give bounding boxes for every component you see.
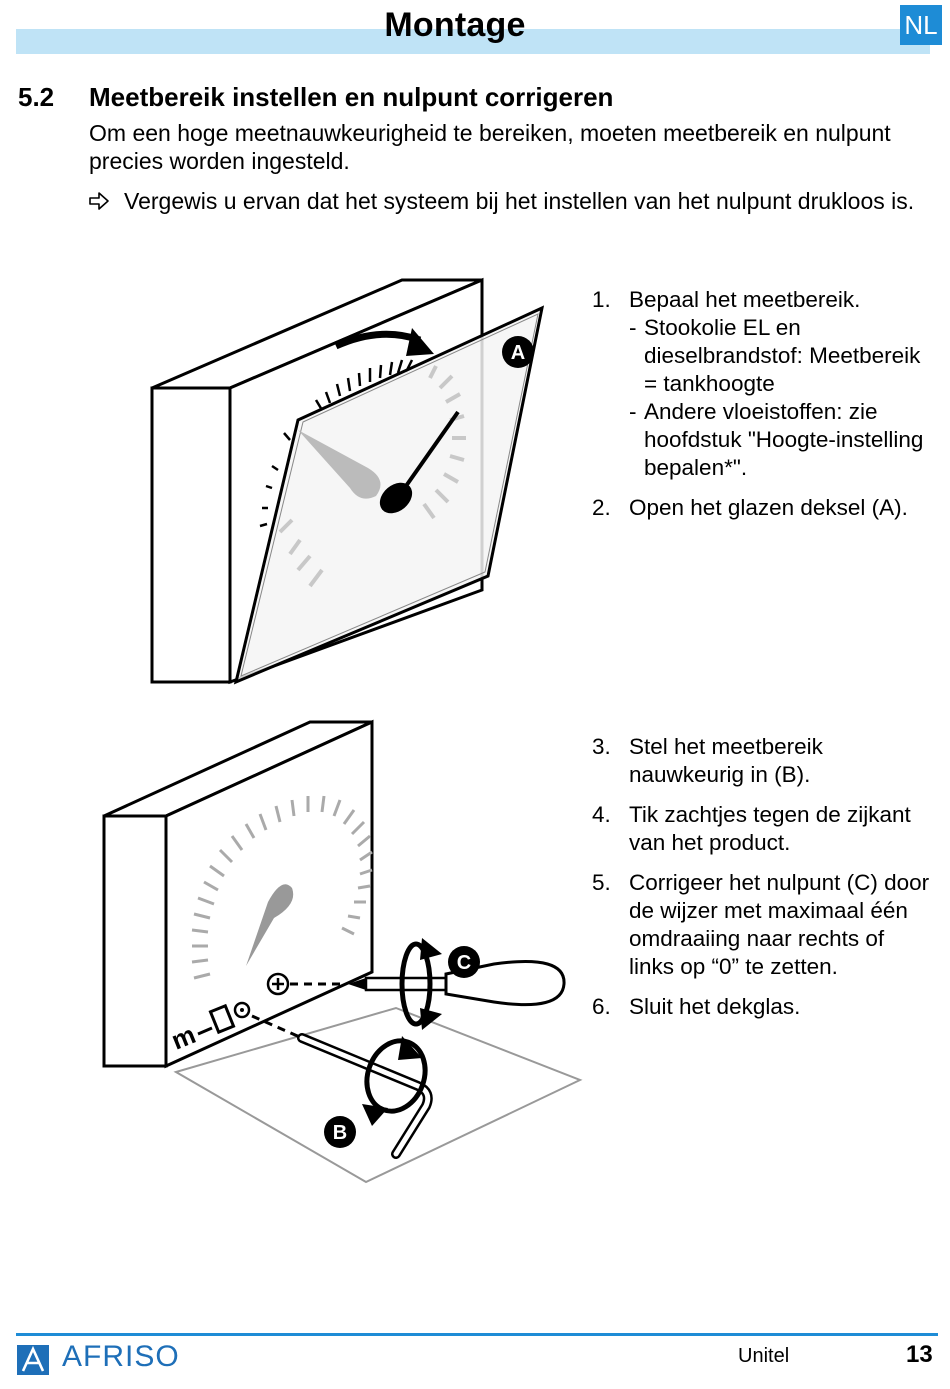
step-text: Sluit het dekglas. bbox=[629, 994, 801, 1019]
product-name: Unitel bbox=[738, 1345, 790, 1367]
base-plate bbox=[173, 1006, 583, 1184]
label-c-badge bbox=[448, 946, 480, 978]
label-b-badge bbox=[324, 1116, 356, 1148]
pointer-needle bbox=[404, 410, 460, 488]
screwdriver-icon bbox=[348, 978, 366, 990]
page-number: 13 bbox=[906, 1341, 933, 1368]
housing-side bbox=[150, 386, 232, 684]
label-a-badge bbox=[502, 336, 534, 368]
pointer-hub bbox=[379, 482, 413, 514]
page-title: Montage bbox=[384, 6, 526, 44]
step-text: Bepaal het meetbereik. bbox=[629, 287, 861, 312]
note-text: Vergewis u ervan dat het systeem bij het… bbox=[124, 188, 915, 214]
hollow-right-arrow-icon bbox=[89, 192, 109, 210]
pointer-reflection bbox=[298, 430, 381, 499]
step-text: Corrigeer het nulpunt (C) door de wijzer… bbox=[629, 870, 930, 979]
list-item: 3. Stel het meetbereik nauwkeurig in (B)… bbox=[592, 733, 932, 789]
rotate-arrow-icon bbox=[399, 941, 433, 1027]
step-number: 6. bbox=[592, 994, 611, 1019]
label-c: C bbox=[457, 952, 471, 974]
language-badge: NL bbox=[900, 5, 942, 45]
step-number: 3. bbox=[592, 734, 611, 759]
step-number: 4. bbox=[592, 802, 611, 827]
sub-item: - Andere vloeistoffen: zie hoofdstuk "Ho… bbox=[629, 399, 924, 480]
step-number: 5. bbox=[592, 870, 611, 895]
step-text: Open het glazen deksel (A). bbox=[629, 495, 908, 520]
sub-item: - Stookolie EL en dieselbrandstof: Meetb… bbox=[629, 315, 921, 396]
step-number: 2. bbox=[592, 495, 611, 520]
footer-rule bbox=[16, 1333, 938, 1336]
brand-name: AFRISO bbox=[62, 1340, 180, 1373]
steps-list-b: 3. Stel het meetbereik nauwkeurig in (B)… bbox=[592, 733, 932, 1033]
housing-front bbox=[164, 719, 374, 1069]
afriso-logo-icon bbox=[17, 1345, 49, 1375]
intro-paragraph: Om een hoge meetnauwkeurigheid te bereik… bbox=[89, 120, 891, 174]
pointer bbox=[246, 884, 294, 966]
section-title: Meetbereik instellen en nulpunt corriger… bbox=[89, 82, 614, 112]
housing-side bbox=[102, 814, 168, 1068]
label-b: B bbox=[333, 1122, 347, 1144]
figure-adjust-zero: m C B bbox=[102, 719, 583, 1184]
list-item: 4. Tik zachtjes tegen de zijkant van het… bbox=[592, 801, 932, 857]
step-text: Tik zachtjes tegen de zijkant van het pr… bbox=[629, 802, 911, 855]
section-number: 5.2 bbox=[18, 82, 55, 112]
label-a: A bbox=[511, 342, 525, 364]
sub-item-text: Stookolie EL en dieselbrandstof: Meetber… bbox=[644, 315, 921, 396]
list-item: 2. Open het glazen deksel (A). bbox=[592, 494, 932, 522]
list-item: 5. Corrigeer het nulpunt (C) door de wij… bbox=[592, 869, 932, 981]
step-number: 1. bbox=[592, 287, 611, 312]
scale-ticks bbox=[191, 795, 373, 980]
list-item: 6. Sluit het dekglas. bbox=[592, 993, 932, 1021]
steps-list-a: 1. Bepaal het meetbereik. - Stookolie EL… bbox=[592, 286, 932, 534]
range-screw bbox=[208, 1003, 236, 1035]
figure-open-cover: A bbox=[150, 277, 545, 685]
header-band bbox=[16, 29, 930, 54]
list-item: 1. Bepaal het meetbereik. - Stookolie EL… bbox=[592, 286, 932, 482]
sub-item-text: Andere vloeistoffen: zie hoofdstuk "Hoog… bbox=[644, 399, 924, 480]
step-text: Stel het meetbereik nauwkeurig in (B). bbox=[629, 734, 823, 787]
